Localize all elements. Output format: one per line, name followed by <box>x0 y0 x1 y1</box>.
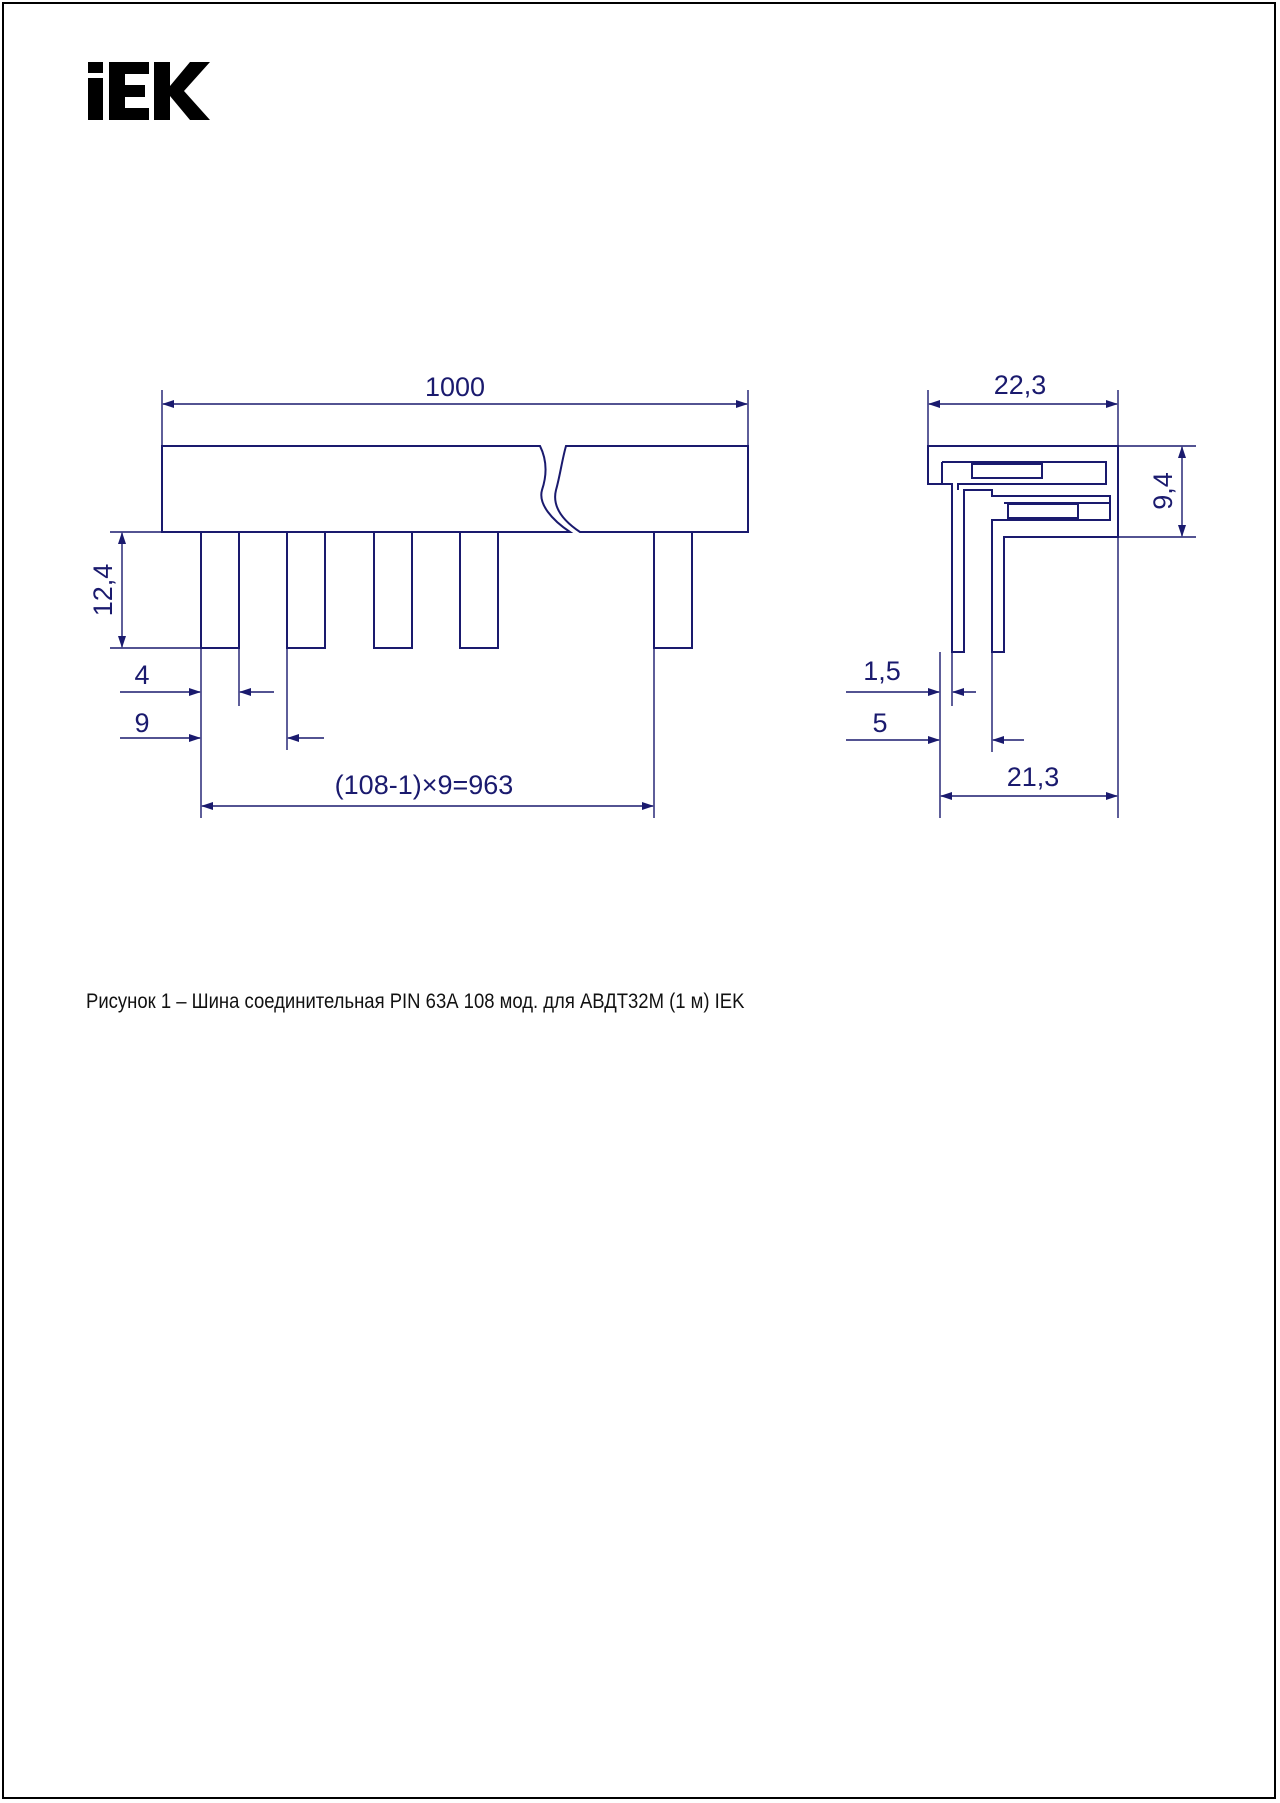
figure-caption: Рисунок 1 – Шина соединительная PIN 63А … <box>86 990 745 1013</box>
side-view-outline <box>927 445 1119 653</box>
iek-logo <box>88 62 210 120</box>
dim-span-lines <box>201 648 655 818</box>
dim-pin-pitch-label: 9 <box>134 708 149 738</box>
dim-base-width-label: 21,3 <box>1007 762 1060 792</box>
front-view-outline <box>161 445 749 649</box>
dim-width-lines <box>927 390 1119 446</box>
dim-pin-pitch-lines <box>120 648 324 750</box>
dim-pin-width-label: 4 <box>134 660 149 690</box>
dim-pin-height-lines <box>110 531 201 649</box>
dim-base-width-lines <box>940 537 1119 818</box>
dim-height-label: 9,4 <box>1148 472 1178 510</box>
dim-offset-label: 5 <box>872 708 887 738</box>
dim-length-lines <box>161 390 749 446</box>
dim-thickness-label: 1,5 <box>863 656 901 686</box>
dim-thickness-lines <box>846 652 976 818</box>
dim-length-label: 1000 <box>425 372 485 402</box>
dim-height-lines <box>1118 445 1196 538</box>
dim-width-label: 22,3 <box>994 370 1047 400</box>
dim-pin-width-lines <box>120 648 274 818</box>
dim-offset-lines <box>846 652 1024 752</box>
dim-pin-height-label: 12,4 <box>88 564 118 617</box>
dim-span-label: (108-1)×9=963 <box>335 770 514 800</box>
